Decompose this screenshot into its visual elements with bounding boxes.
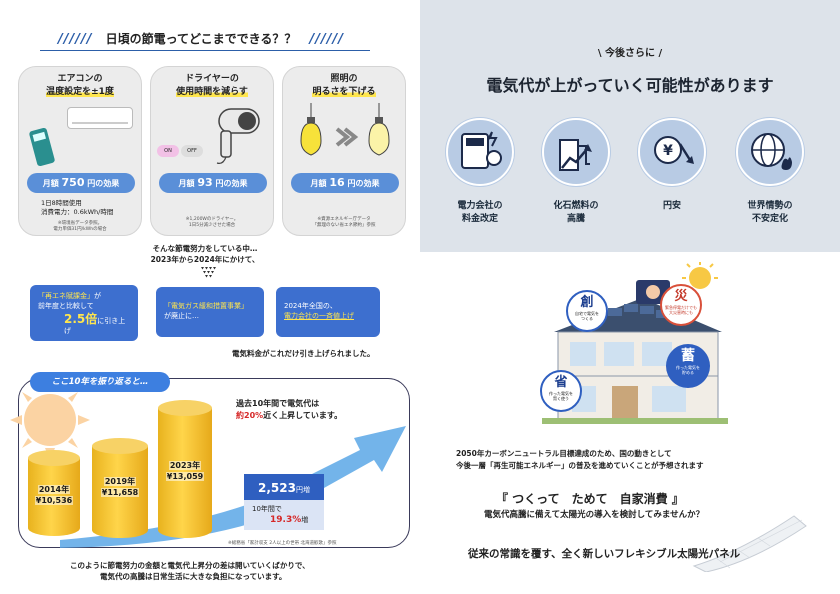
on-badge: ON [157,145,179,157]
card-dryer-effect: 月額 93 円の効果 [159,173,267,193]
card-dryer-title: ドライヤーの 使用時間を減らす [176,74,248,97]
down-triangles-icon [201,267,216,278]
aircon-icon [67,107,133,129]
save-bubble: 省 作った電気を 賢く使う [540,370,582,412]
right-kicker: \ 今後さらに / [597,48,663,59]
fossil-fuel-icon [542,118,610,186]
bar-2014: 2014年 ¥10,536 [28,450,80,536]
bottom-right-sub: 電気代高騰に備えて太陽光の導入を検討してみませんか？ [484,510,705,520]
left-header: ////// 日頃の節電ってどこまでできる？？ ////// [58,28,358,48]
card-lighting-effect: 月額 16 円の効果 [291,173,399,193]
bar-2019-year: 2019年 [103,477,137,486]
increase-badge: 2,523円増 [244,474,324,500]
bar-2019: 2019年 ¥11,658 [92,438,148,538]
card-aircon: エアコンの 温度設定を±1度 月額 750 円の効果 1日8時間使用 消費電力：… [18,66,142,236]
weak-yen-icon: ¥ [638,118,706,186]
factor-3-label: 円安 [662,201,681,211]
factor-4-label: 世界情勢の不安定化 [747,201,793,224]
bar-2019-value: ¥11,658 [100,488,140,497]
remote-control-icon [28,127,56,167]
final-tagline: 従来の常識を覆す、全く新しいフレキシブル太陽光パネル [468,548,741,560]
world-instability-icon [736,118,804,186]
header-slashes-left: ////// [58,32,93,47]
bar-2014-year: 2014年 [37,485,71,494]
card-dryer: ドライヤーの 使用時間を減らす ON OFF 月額 93 円の効果 ※1,200… [150,66,274,236]
bottom-right-text: 2050年カーボンニュートラル目標達成のため、国の動きとして 今後一層「再生可能… [456,449,704,470]
card-aircon-detail: 1日8時間使用 消費電力：0.6kWh/時間 [41,199,114,216]
hair-dryer-icon [216,108,260,164]
mid-text: そんな節電努力をしている中… 2023年から2024年にかけて、 [150,244,260,264]
box-rate-increase: 2024年全国の、 電力会社の一斉値上げ [276,287,380,337]
factor-2-label: 化石燃料の高騰 [553,201,599,224]
left-title: 日頃の節電ってどこまでできる？？ [105,32,297,46]
card-lighting-note: ※資源エネルギー庁データ「無理のない省エネ節約」参照 [312,217,376,228]
retro-frame [18,378,410,548]
bottom-right-quote: 『 つくって ためて 自家消費 』 [496,492,684,506]
title-underline [40,50,370,51]
card-aircon-title: エアコンの 温度設定を±1度 [46,74,114,97]
box-renewable-levy: 「再エネ賦課金」が 前年度と比較して 2.5倍に引き上げ [30,285,138,341]
retro-headline: 過去10年間で電気代は 約20%近く上昇しています。 [236,399,343,420]
right-title: 電気代が上がっていく可能性があります [486,76,774,95]
factor-1-label: 電力会社の料金改定 [457,201,503,224]
retro-source: ※総務省「家計収支 2人以上の世帯 北海道歓歌」参照 [228,541,337,546]
store-bubble: 蓄 作った電気を 貯める [666,344,710,388]
header-slashes-right: ////// [309,32,344,47]
off-badge: OFF [181,145,203,157]
create-bubble: 創 自宅で電気を つくる [566,290,608,332]
card-dryer-note: ※1,200Wのドライヤー。1日5分減少させた場合 [185,217,239,228]
box-caption: 電気料金がこれだけ引き上げられました。 [232,349,375,358]
bottom-left-text: このように節電努力の金額と電気代上昇分の差は開いていくばかりで、 電気代の高騰は… [70,561,310,581]
svg-text:¥: ¥ [663,143,673,159]
bar-2014-value: ¥10,536 [34,496,74,505]
lightbulbs-icon [300,103,390,156]
disaster-bubble: 災 緊急停電だけでも 大災害時にも [660,284,702,326]
retro-pill: ここ10年を振り返ると… [30,372,170,392]
bar-2023-year: 2023年 [168,461,202,470]
card-aircon-effect: 月額 750 円の効果 [27,173,135,193]
card-lighting: 照明の 明るさを下げる 月額 16 円の効果 ※資源エネルギー庁データ「無理のな… [282,66,406,236]
bar-2023: 2023年 ¥13,059 [158,400,212,538]
box-gas-relief: 「電気ガス緩和措置事業」 が廃止に… [156,287,264,337]
card-aircon-note: ※環境省データ参照。電力単価31円/kWhの場合 [53,221,107,232]
card-lighting-title: 照明の 明るさを下げる [312,74,376,97]
bar-2023-value: ¥13,059 [165,472,205,481]
power-company-icon [446,118,514,186]
flexible-panel-icon [692,515,807,572]
ten-year-box: 10年間で 19.3%増 [244,500,324,530]
rising-arrow-icon [60,426,406,548]
